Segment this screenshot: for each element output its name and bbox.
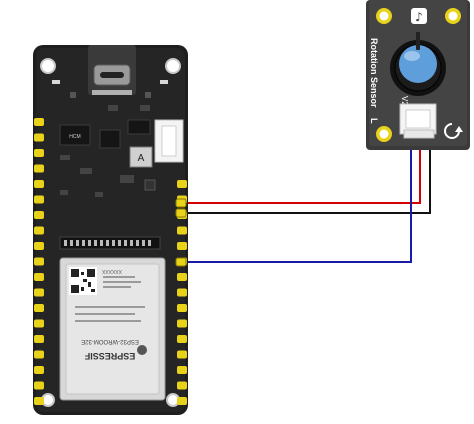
chip-small-2 [127,119,151,135]
left-pin-pad [34,397,44,405]
left-pin-pad [34,164,44,173]
chip-small-1 [99,129,121,149]
left-pin-pad [34,257,44,266]
esp32-module: XXXXXX ESP32-WROOM-32E ESPRESSIF [59,257,166,401]
left-pin-pad [34,350,44,359]
wires-group [183,145,431,263]
indicator-label: A [138,153,145,164]
esp32-board: HCM A [33,45,188,415]
module-text-brand: ESPRESSIF [84,351,135,361]
right-pin-pad [177,397,187,405]
left-pin-pad [34,366,44,374]
sensor-variant: V2 [400,96,409,106]
music-note-icon: ♪ [411,8,427,24]
mount-hole-top-left [40,58,56,74]
right-pin-pad [177,288,187,297]
right-pin-pad [177,335,187,343]
rotation-sensor-module: ♪ Rotation Sensor L V2 [366,0,470,150]
indicator-box: A [129,146,153,168]
usb-c-port [88,45,136,95]
rotation-knob [390,32,446,96]
left-pin-pad [34,118,44,126]
hcm-chip: HCM [59,124,91,146]
right-pin-pad [177,242,187,250]
mount-hole-top-right [165,58,181,74]
left-pin-header [34,118,44,405]
right-pin-pad [177,304,187,312]
right-pin-pad [177,366,187,374]
rotate-icon [444,123,463,139]
right-pin-pad [177,273,187,281]
pin-red-terminal [175,198,187,208]
left-pin-pad [34,226,44,235]
chip-label: HCM [69,134,80,140]
right-pin-pad [177,226,187,235]
pin-blue-terminal [175,257,187,267]
left-pin-pad [34,242,44,250]
board-jst-connector [154,119,184,163]
right-pin-pad [177,319,187,328]
module-text-model: ESP32-WROOM-32E [81,338,139,344]
left-pin-pad [34,133,44,142]
right-pin-pad [177,381,187,390]
left-pin-pad [34,211,44,219]
red-wire [183,145,421,204]
module-text-code: XXXXXX [101,268,122,274]
svg-text:♪: ♪ [415,10,423,24]
left-pin-pad [34,304,44,312]
left-pin-pad [34,180,44,188]
left-pin-pad [34,381,44,390]
left-pin-pad [34,273,44,281]
left-pin-pad [34,149,44,157]
blue-wire [183,145,412,263]
left-pin-pad [34,195,44,204]
left-pin-pad [34,319,44,328]
left-pin-pad [34,288,44,297]
sensor-jst-connector [399,103,437,139]
sensor-series-suffix: L [369,118,379,124]
qr-code [69,267,97,295]
sensor-title: Rotation Sensor [369,38,379,108]
left-pin-pad [34,335,44,343]
black-wire [183,145,431,214]
pin-black-terminal [175,208,187,218]
espressif-logo-icon [137,345,147,355]
right-pin-pad [177,180,187,188]
right-pin-pad [177,350,187,359]
